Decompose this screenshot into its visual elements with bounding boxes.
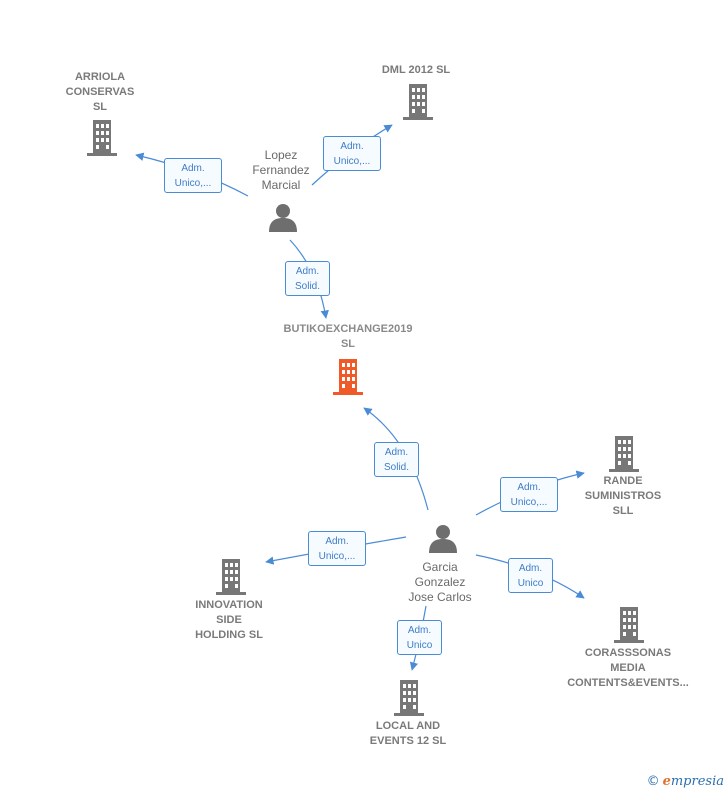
edge-label-lopez-butiko: Adm. Solid. bbox=[285, 261, 330, 296]
company-label-local[interactable]: LOCAL AND EVENTS 12 SL bbox=[369, 720, 447, 747]
building-icon[interactable] bbox=[609, 436, 639, 472]
building-icon[interactable] bbox=[403, 84, 433, 120]
person-icon[interactable] bbox=[429, 525, 457, 553]
edge-label-garcia-butiko: Adm. Solid. bbox=[374, 442, 419, 477]
copyright-symbol: © bbox=[646, 774, 660, 789]
company-label-dml[interactable]: DML 2012 SL bbox=[381, 64, 451, 76]
building-icon[interactable] bbox=[614, 607, 644, 643]
building-icon[interactable] bbox=[87, 120, 117, 156]
building-icon[interactable] bbox=[216, 559, 246, 595]
company-label-corass[interactable]: CORASSSONAS MEDIA CONTENTS&EVENTS... bbox=[567, 647, 689, 689]
building-icon-focus[interactable] bbox=[333, 359, 363, 395]
company-label-arriola[interactable]: ARRIOLA CONSERVAS SL bbox=[65, 71, 135, 113]
person-label-lopez[interactable]: Lopez Fernandez Marcial bbox=[252, 148, 310, 192]
brand-logo[interactable]: ©empresia bbox=[647, 774, 724, 789]
company-label-butiko[interactable]: BUTIKOEXCHANGE2019 SL bbox=[283, 323, 413, 350]
edge-label-lopez-dml: Adm. Unico,... bbox=[323, 136, 381, 171]
company-label-innovation[interactable]: INNOVATION SIDE HOLDING SL bbox=[195, 599, 263, 641]
person-label-garcia[interactable]: Garcia Gonzalez Jose Carlos bbox=[408, 560, 472, 604]
edge-label-garcia-local: Adm. Unico bbox=[397, 620, 442, 655]
edge-label-garcia-innovation: Adm. Unico,... bbox=[308, 531, 366, 566]
brand-initial: e bbox=[662, 774, 671, 789]
building-icon[interactable] bbox=[394, 680, 424, 716]
brand-name: mpresia bbox=[670, 774, 724, 789]
edge-label-lopez-arriola: Adm. Unico,... bbox=[164, 158, 222, 193]
company-label-rande[interactable]: RANDE SUMINISTROS SLL bbox=[584, 475, 662, 517]
edge-label-garcia-rande: Adm. Unico,... bbox=[500, 477, 558, 512]
person-icon[interactable] bbox=[269, 204, 297, 232]
edge-label-garcia-corass: Adm. Unico bbox=[508, 558, 553, 593]
